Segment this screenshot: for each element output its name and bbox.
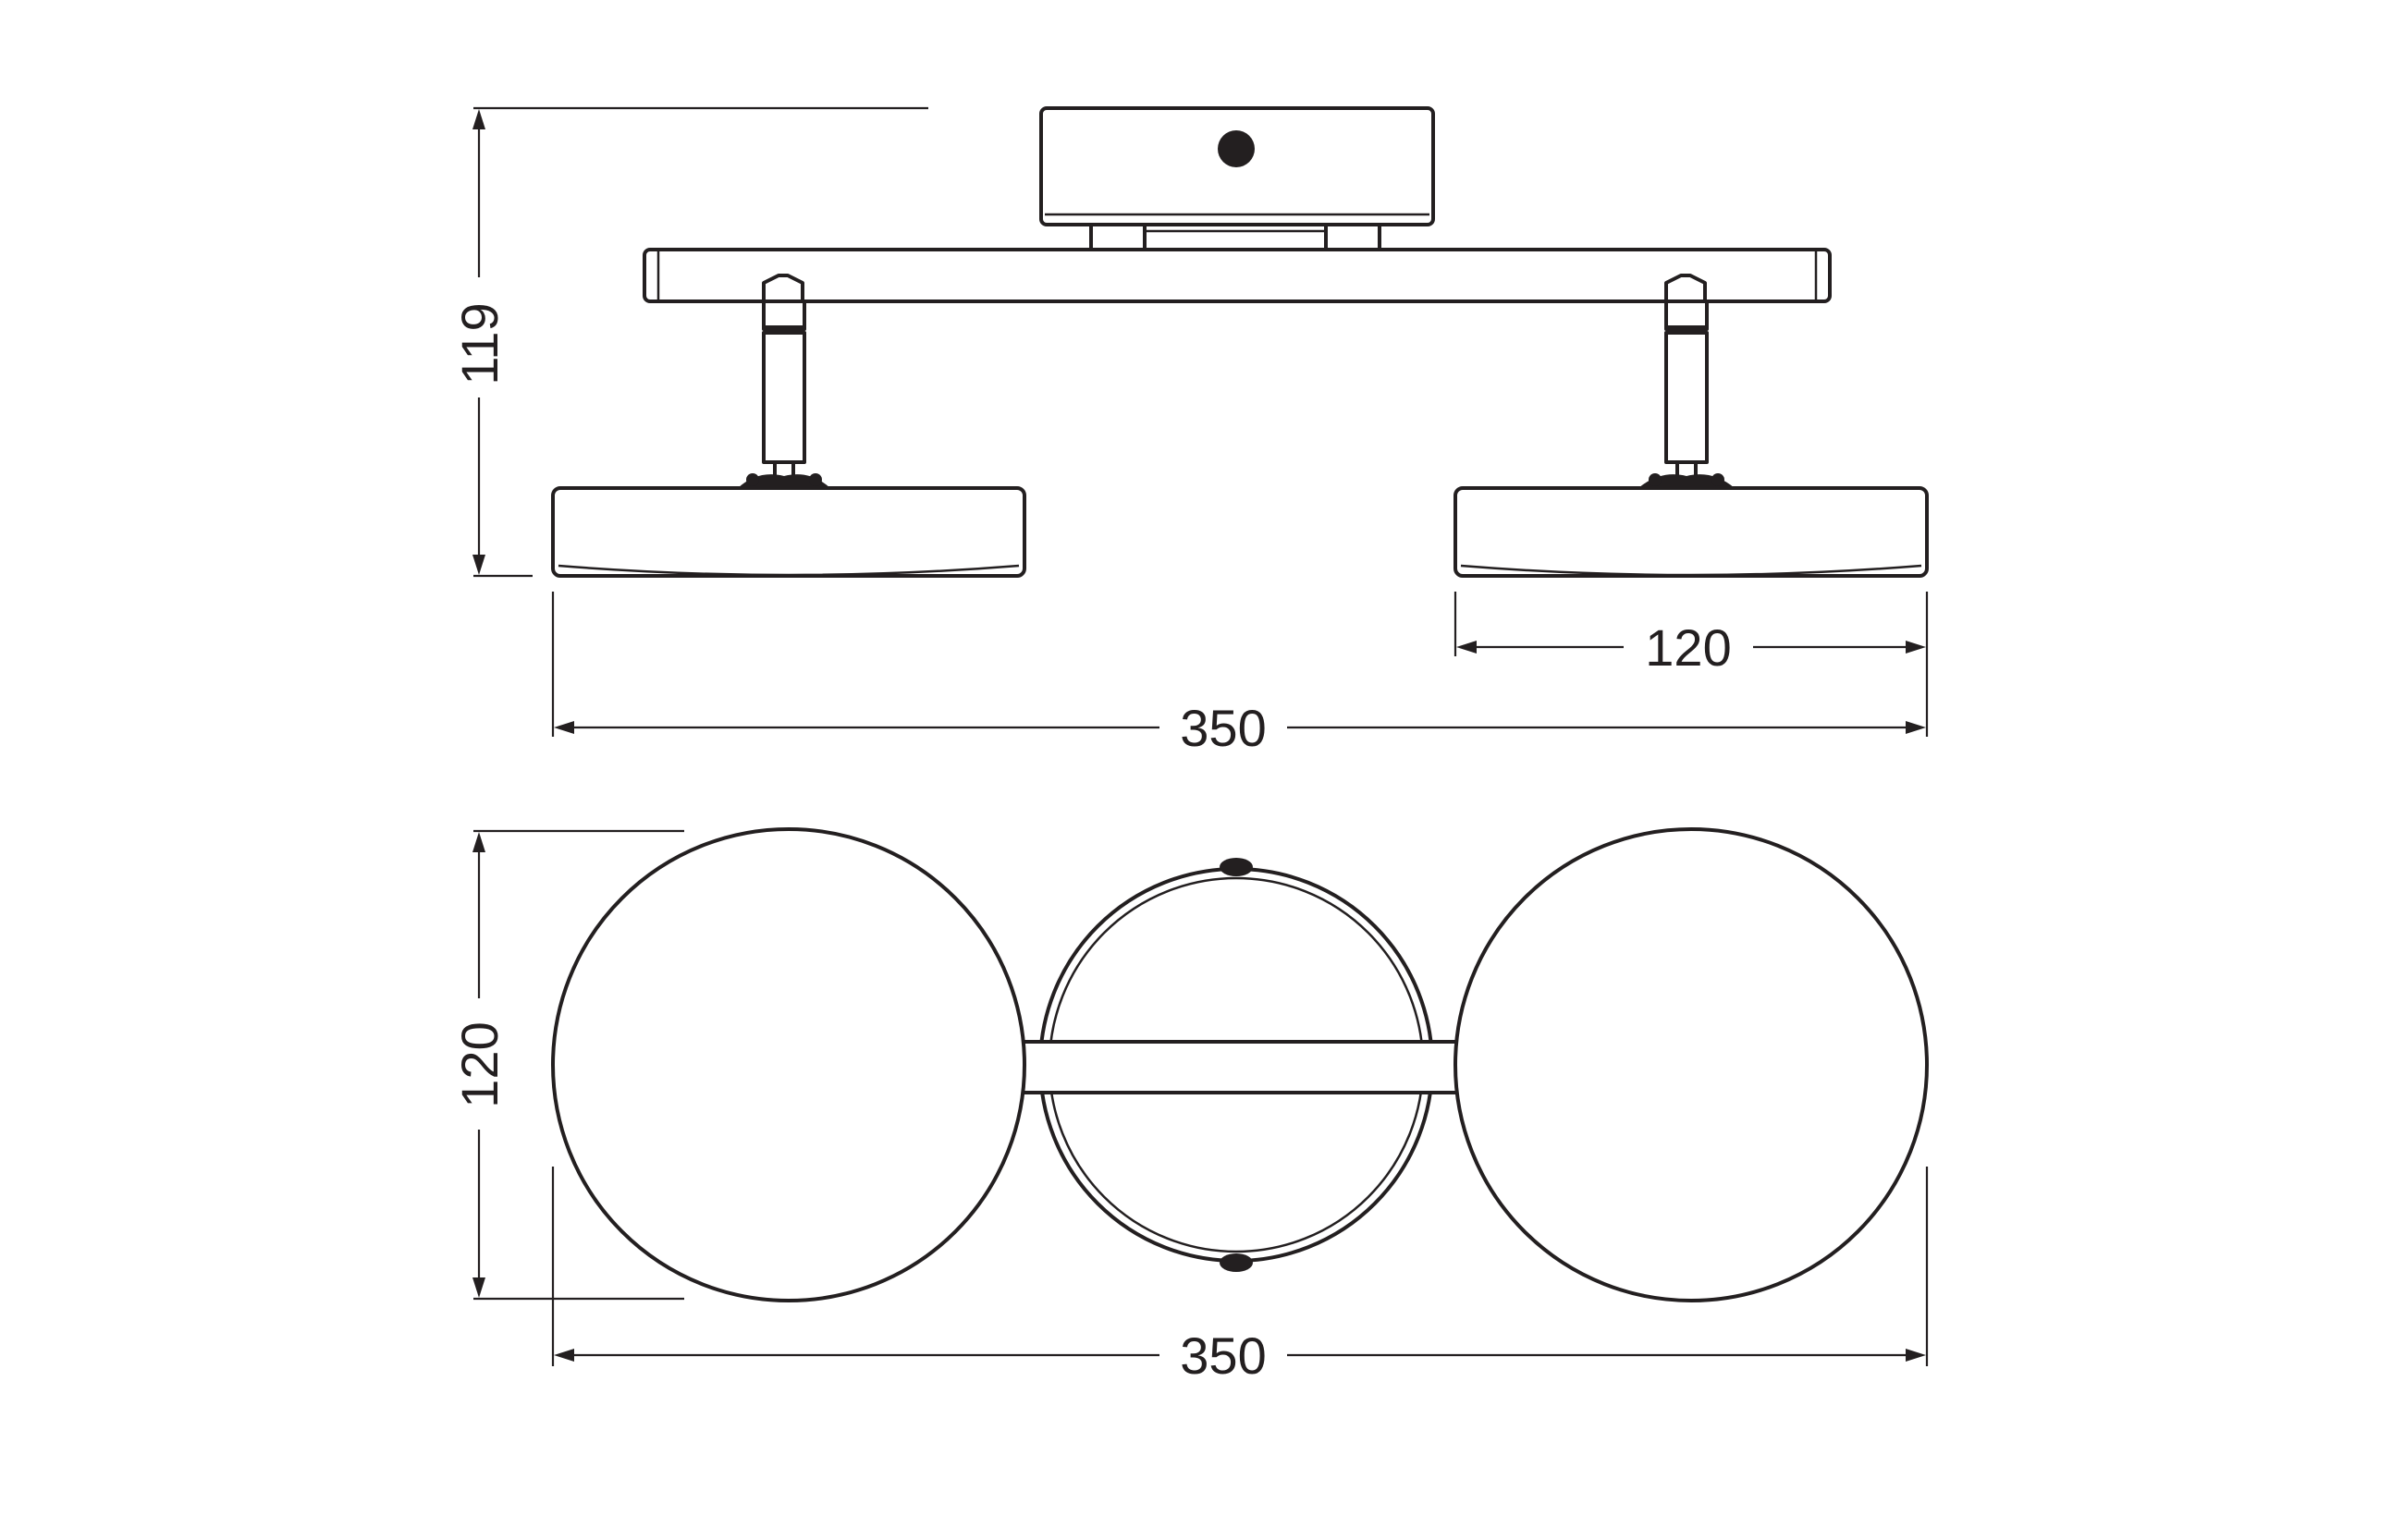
- head-120-label: 120: [1645, 618, 1731, 677]
- canopy-top-screw-icon: [1220, 858, 1253, 876]
- top-canopy: [1013, 858, 1466, 1272]
- left-spot-disc: [551, 827, 1026, 1302]
- side-view: 119 120 350: [450, 106, 1929, 757]
- canopy-bottom-screw-icon: [1220, 1253, 1253, 1272]
- dimension-width-350-side: 350: [551, 592, 1929, 757]
- dimension-head-120: 120: [1453, 592, 1929, 677]
- right-spot-head: [1453, 486, 1929, 578]
- top-view: 120 350: [450, 827, 1929, 1385]
- right-spot-arm: [1638, 274, 1735, 488]
- canopy-screw-icon: [1218, 130, 1255, 167]
- dimension-width-350-top: 350: [551, 1167, 1929, 1385]
- left-spot-head: [551, 486, 1026, 578]
- ceiling-canopy: [1039, 106, 1435, 226]
- top-width-350-label: 350: [1180, 1326, 1266, 1385]
- left-spot-arm: [738, 274, 830, 488]
- height-120-label: 120: [450, 1021, 509, 1107]
- side-width-350-label: 350: [1180, 699, 1266, 757]
- height-119-label: 119: [450, 302, 509, 385]
- dimension-height-120: 120: [450, 829, 684, 1301]
- dimension-height-119: 119: [450, 106, 928, 578]
- horizontal-rail: [643, 248, 1832, 303]
- right-spot-disc: [1453, 827, 1929, 1302]
